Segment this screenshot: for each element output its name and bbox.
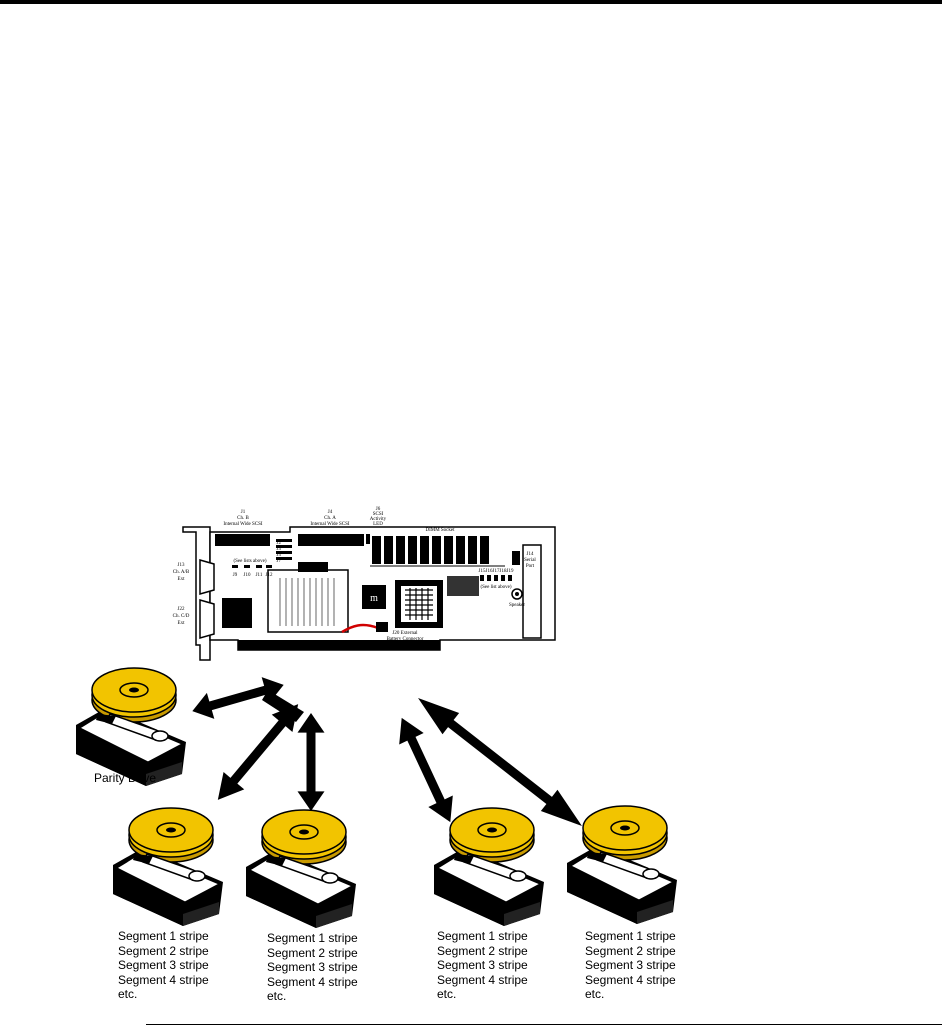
jumper-j2: J2 <box>277 541 282 546</box>
stripe-item: Segment 2 stripe <box>437 943 528 958</box>
jumper-j19: J19 <box>507 569 514 574</box>
j4-label-line2: Ch. A <box>324 516 336 521</box>
stripe-item: Segment 1 stripe <box>585 929 676 943</box>
jumper-j7: J7 <box>277 559 282 564</box>
raid-controller-board: m <box>182 526 556 661</box>
jumper-j11: J11 <box>256 573 263 578</box>
stripe-item: etc. <box>118 987 138 1001</box>
stripe-item: Segment 2 stripe <box>118 943 209 958</box>
j22-label-line1: J22 <box>178 607 185 612</box>
data-drive-icon <box>433 807 545 927</box>
j1-label-line1: J1 <box>241 510 246 515</box>
data-drive-icon <box>566 805 678 925</box>
j13-label-line2: Ch. A/B <box>173 570 190 575</box>
arrow-board-to-drive2 <box>297 713 325 811</box>
bottom-rule <box>146 1024 942 1025</box>
data-drive-icon <box>245 809 357 929</box>
see-lists-left: (See lists above) <box>233 559 266 564</box>
stripe-item: Segment 4 stripe <box>585 972 676 987</box>
j22-label-line2: Ch. C/D <box>173 614 190 619</box>
data-drive-icon <box>112 807 224 927</box>
jumper-j10: J10 <box>244 573 251 578</box>
battery-label-line2: Battery Connector <box>387 637 424 642</box>
j13-label-line1: J13 <box>178 563 185 568</box>
jumper-j18: J18 <box>500 569 507 574</box>
j4-label-line1: J4 <box>328 510 333 515</box>
speaker-label: Speaker <box>509 603 525 608</box>
jumper-j16: J16 <box>486 569 493 574</box>
data-flow-arrows <box>188 671 591 837</box>
stripe-list-drive-1: Segment 1 stripe Segment 2 stripe Segmen… <box>118 929 209 1002</box>
j6-label-line3: Activity <box>370 517 387 522</box>
jumper-j9: J9 <box>233 573 238 578</box>
j6-label-line4: LED <box>373 522 383 527</box>
battery-label-line1: J20 External <box>392 631 418 636</box>
parity-drive-label: Parity Drive <box>94 771 157 785</box>
j1-label-line3: Internal Wide SCSI <box>223 522 262 527</box>
stripe-item: Segment 2 stripe <box>267 945 358 960</box>
jumper-j15: J15 <box>479 569 486 574</box>
j22-label-line3: Ext <box>178 621 186 626</box>
stripe-item: Segment 4 stripe <box>267 974 358 989</box>
j6-label-line2: SCSI <box>373 512 384 517</box>
parity-drive-icon <box>75 667 187 787</box>
j13-label-line3: Ext <box>178 577 186 582</box>
stripe-list-drive-3: Segment 1 stripe Segment 2 stripe Segmen… <box>437 929 528 1002</box>
stripe-item: Segment 2 stripe <box>585 943 676 958</box>
j1-label-line2: Ch. B <box>237 516 249 521</box>
board-labels: J1 Ch. B Internal Wide SCSI J4 Ch. A Int… <box>173 507 537 642</box>
stripe-item: Segment 3 stripe <box>585 958 676 972</box>
j14-label-line2: Serial <box>524 558 536 563</box>
jumper-j17: J17 <box>493 569 500 574</box>
stripe-item: Segment 4 stripe <box>118 972 209 987</box>
stripe-item: Segment 3 stripe <box>118 958 209 972</box>
stripe-item: Segment 4 stripe <box>437 972 528 987</box>
j4-label-line3: Internal Wide SCSI <box>310 522 349 527</box>
stripe-item: Segment 1 stripe <box>267 931 358 945</box>
stripe-item: etc. <box>437 987 457 1001</box>
stripe-item: Segment 3 stripe <box>267 960 358 974</box>
dimm-socket-label: DIMM Socket <box>425 528 455 533</box>
j14-label-line3: Port <box>526 564 535 569</box>
stripe-list-drive-4: Segment 1 stripe Segment 2 stripe Segmen… <box>585 929 676 1002</box>
stripe-list-drive-2: Segment 1 stripe Segment 2 stripe Segmen… <box>267 931 358 1004</box>
jumper-j3: J3 <box>277 547 282 552</box>
stripe-item: Segment 1 stripe <box>437 929 528 943</box>
stripe-item: etc. <box>267 989 287 1003</box>
jumper-j12: J12 <box>266 573 273 578</box>
stripe-item: Segment 3 stripe <box>437 958 528 972</box>
j6-label-line1: J6 <box>376 507 381 512</box>
stripe-item: Segment 1 stripe <box>118 929 209 943</box>
svg-text:m: m <box>370 593 378 604</box>
top-rule <box>0 0 942 4</box>
jumper-j5: J5 <box>277 553 282 558</box>
j14-label-line1: J14 <box>527 552 534 557</box>
see-list-right: (See list above) <box>480 585 511 590</box>
stripe-item: etc. <box>585 987 605 1001</box>
